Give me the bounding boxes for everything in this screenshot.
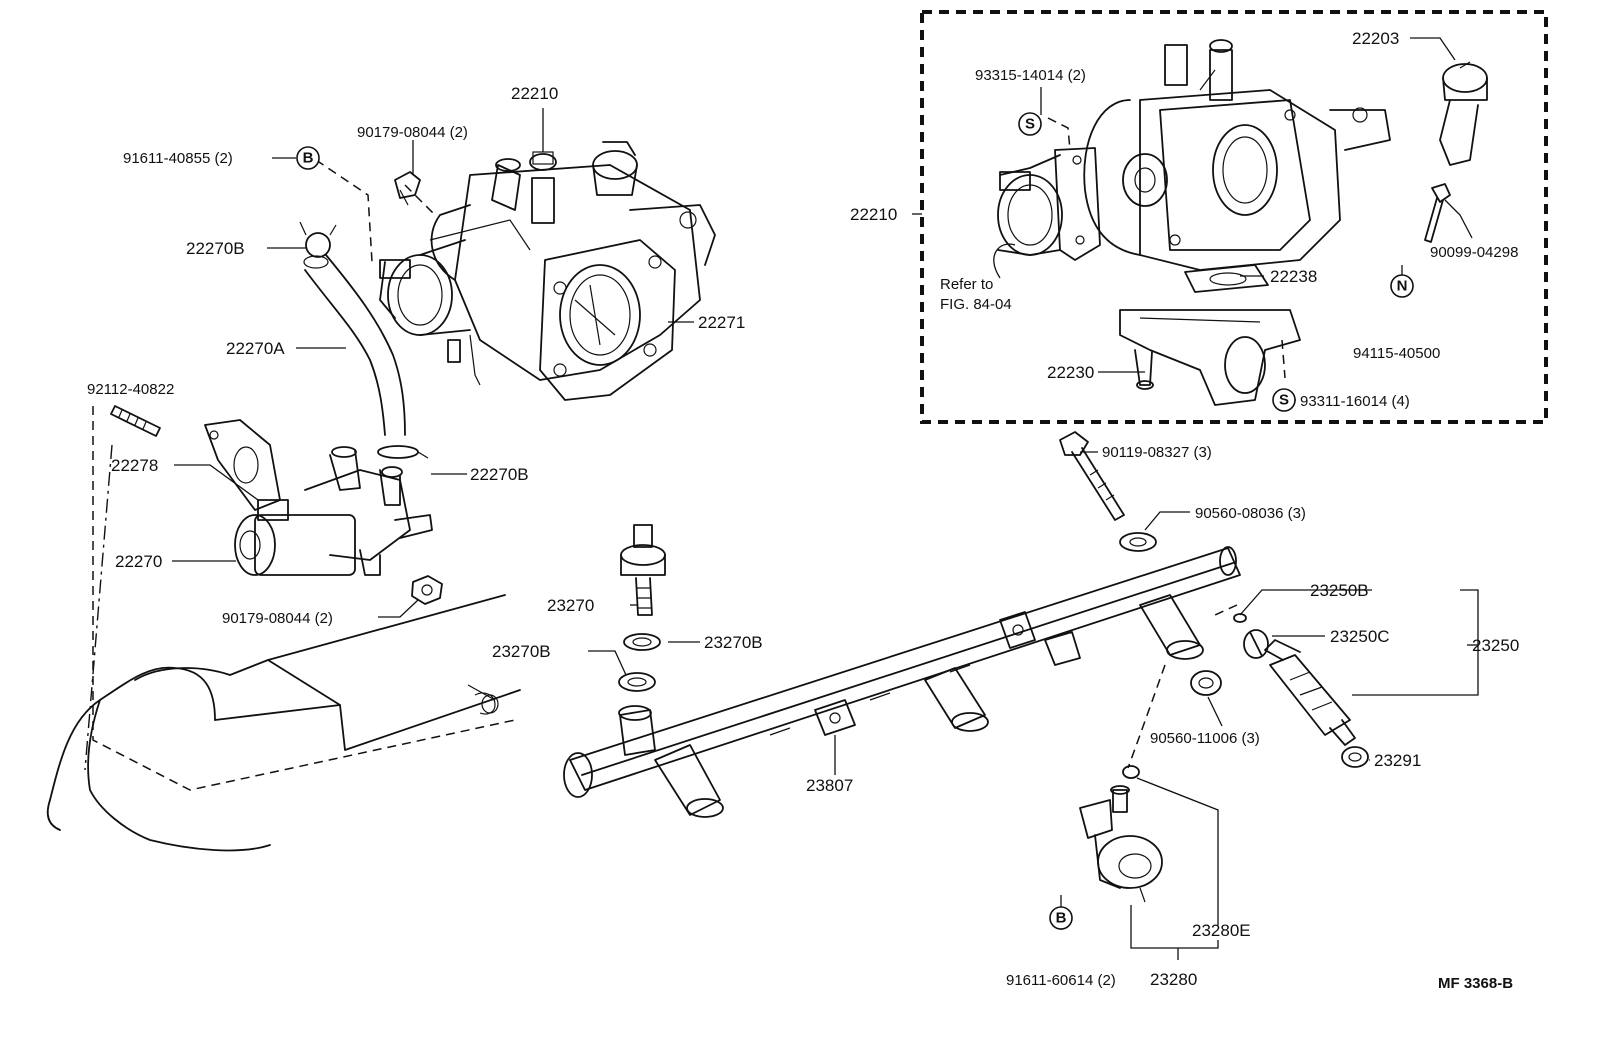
symbol-s-1: S (1018, 112, 1042, 136)
label-90119: 90119-08327 (3) (1102, 444, 1212, 461)
insulator-90560-11006 (1190, 670, 1222, 696)
label-23280E: 23280E (1192, 921, 1251, 940)
label-23270B-right: 23270B (704, 633, 763, 652)
label-94115: 94115-40500 (1353, 345, 1440, 362)
label-23270: 23270 (547, 596, 594, 615)
hose-22270A (303, 254, 406, 436)
pressure-regulator-23280 (1079, 785, 1163, 903)
label-90560-11006: 90560-11006 (3) (1150, 730, 1260, 747)
inset-screw-90099 (1424, 183, 1451, 243)
oring-23270B-right (623, 633, 661, 651)
symbol-b-1: B (296, 146, 320, 170)
nut-90179-bottom (411, 575, 443, 605)
oring-23270B-left (618, 672, 656, 692)
label-22203: 22203 (1352, 29, 1399, 48)
engine-outline (46, 594, 521, 852)
clip-22270B-mid (377, 445, 429, 459)
washer-90560-08036 (1119, 532, 1157, 552)
symbol-s-2: S (1272, 388, 1296, 412)
inset-dashpot-22203 (1439, 61, 1488, 166)
oring-23280E (1122, 765, 1140, 779)
label-93315: 93315-14014 (2) (975, 67, 1086, 84)
clip-22270B-top (299, 221, 337, 258)
inset-inlet-adapter (997, 147, 1101, 261)
bolt-90179-top (394, 171, 421, 206)
inset-throttle-body (1083, 39, 1391, 271)
label-22230: 22230 (1047, 363, 1094, 382)
label-93311: 93311-16014 (4) (1300, 393, 1410, 410)
stud-92112 (110, 405, 161, 437)
bolt-90119 (1059, 431, 1125, 521)
part-labels: 22210 90179-08044 (2) 91611-40855 (2) 22… (87, 29, 1519, 992)
inset-gasket-22238 (1184, 264, 1269, 293)
label-90179-bottom: 90179-08044 (2) (222, 610, 333, 627)
oring-23250B (1233, 613, 1247, 623)
svg-text:B: B (303, 150, 314, 167)
symbol-b-2: B (1049, 906, 1073, 930)
label-91611-60614: 91611-60614 (2) (1006, 972, 1116, 989)
inset-body-22230 (1119, 309, 1301, 406)
label-23270B-left: 23270B (492, 642, 551, 661)
label-90179-top: 90179-08044 (2) (357, 124, 468, 141)
figure-code: MF 3368-B (1438, 975, 1513, 992)
svg-text:S: S (1279, 392, 1289, 409)
label-22270B-top: 22270B (186, 239, 245, 258)
fuel-rail-23807 (563, 546, 1241, 818)
label-23807: 23807 (806, 776, 853, 795)
svg-text:B: B (1056, 910, 1067, 927)
label-90099: 90099-04298 (1430, 244, 1518, 261)
label-22210-box: 22210 (850, 205, 897, 224)
grommet-23291 (1341, 746, 1369, 768)
damper-23270 (620, 524, 666, 616)
svg-text:N: N (1397, 278, 1408, 295)
injector-23250 (1264, 639, 1356, 746)
label-22271: 22271 (698, 313, 745, 332)
label-22270A: 22270A (226, 339, 285, 358)
seal-23250C (1243, 629, 1269, 659)
label-23280: 23280 (1150, 970, 1197, 989)
throttle-body-assembly (379, 141, 716, 401)
label-22270: 22270 (115, 552, 162, 571)
svg-text:S: S (1025, 116, 1035, 133)
label-90560-08036: 90560-08036 (3) (1195, 505, 1306, 522)
label-23250C: 23250C (1330, 627, 1390, 646)
label-23291: 23291 (1374, 751, 1421, 770)
inset-box (920, 10, 1548, 424)
isc-valve-22270 (234, 446, 433, 576)
label-91611-40855: 91611-40855 (2) (123, 150, 233, 167)
gasket-22278 (204, 419, 281, 511)
label-92112: 92112-40822 (87, 381, 174, 398)
label-22210-top: 22210 (511, 84, 558, 103)
label-fig-ref: FIG. 84-04 (940, 296, 1012, 313)
label-refer-to: Refer to (940, 276, 993, 293)
leader-lines (172, 37, 1479, 960)
label-23250B: 23250B (1310, 581, 1369, 600)
label-22278: 22278 (111, 456, 158, 475)
symbol-n-1: N (1390, 274, 1414, 298)
label-23250: 23250 (1472, 636, 1519, 655)
label-22238: 22238 (1270, 267, 1317, 286)
label-22270B-mid: 22270B (470, 465, 529, 484)
